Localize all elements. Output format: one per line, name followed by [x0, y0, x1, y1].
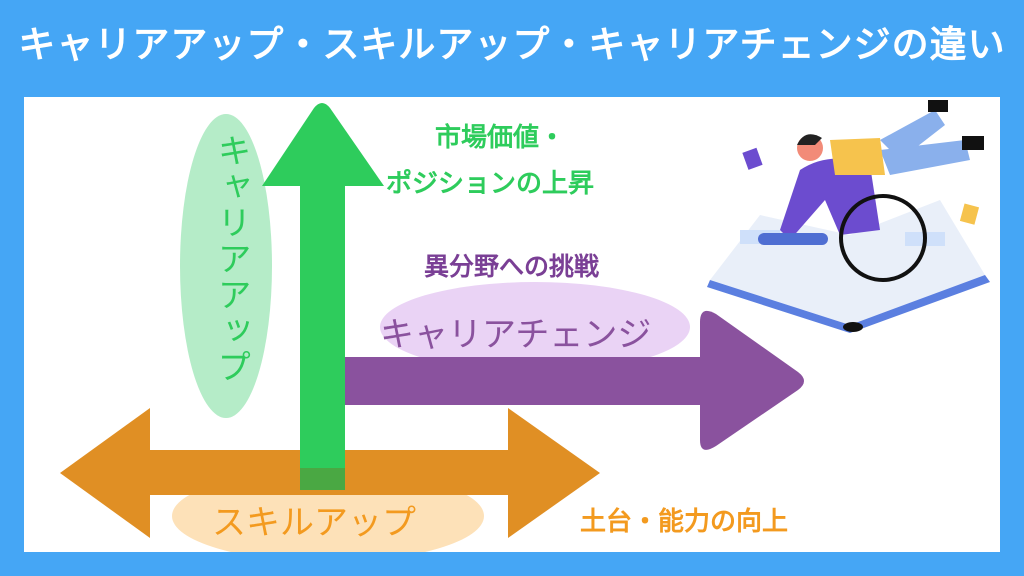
- skill-up-desc: 土台・能力の向上: [580, 507, 789, 537]
- arrow-overlap: [300, 468, 345, 490]
- page-title: キャリアアップ・スキルアップ・キャリアチェンジの違い: [18, 23, 1006, 66]
- career-up-desc-line1: 市場価値・: [435, 123, 566, 153]
- person-with-magnifier-on-book-icon: [707, 100, 990, 333]
- career-up-desc-line2: ポジションの上昇: [386, 169, 595, 199]
- career-change-desc: 異分野への挑戦: [424, 252, 600, 281]
- skill-up-label: スキルアップ: [212, 503, 416, 543]
- career-change-ellipse: [380, 282, 690, 372]
- diagram-panel: 市場価値・ ポジションの上昇 キャリアアップ 異分野への挑戦 キャリアチェンジ …: [24, 97, 1000, 552]
- career-change-arrow: [343, 310, 804, 450]
- career-up-label: キャリアアップ: [211, 133, 251, 385]
- career-up-ellipse: [180, 114, 272, 418]
- career-up-arrow: [262, 103, 384, 490]
- diagram-arrows: [60, 100, 990, 552]
- career-change-label: キャリアチェンジ: [380, 315, 652, 355]
